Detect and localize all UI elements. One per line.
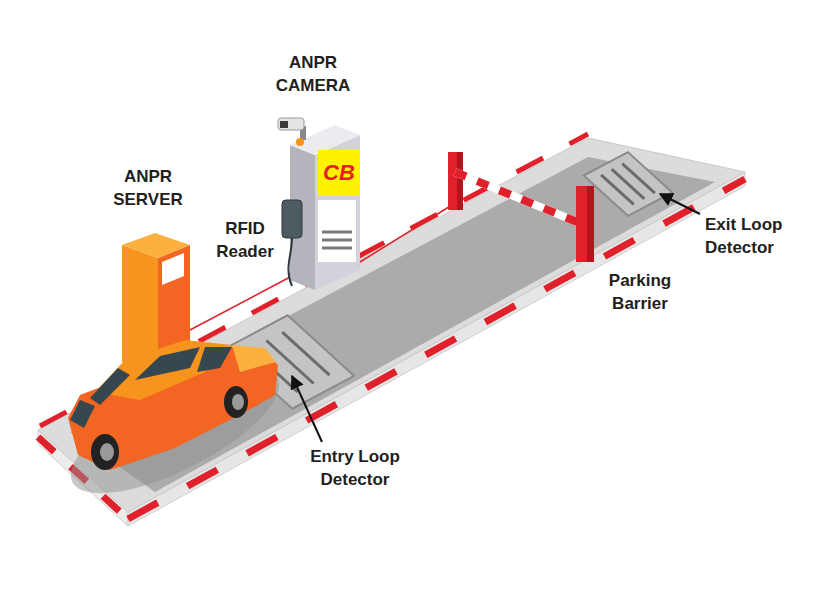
part-label: ANPR CAMERA [263,52,363,98]
barrier-boom [455,172,582,224]
car-hub [232,394,244,410]
anpr-server [122,233,190,258]
car-window [197,347,232,372]
car-shadow [54,342,295,518]
part-label: Parking Barrier [595,270,685,316]
car-hub [100,443,114,461]
car-body [68,345,278,470]
pillar [315,135,360,290]
loop-wire [601,175,634,205]
car-cabin [95,340,232,400]
rfid-reader [282,200,302,238]
car-rear-window [70,400,95,428]
server-display [162,253,184,285]
vent-line [322,247,352,250]
barrier-boom [455,172,582,224]
barrier-post [576,186,587,262]
exit-loop [584,152,673,216]
loop-wire [612,169,645,199]
camera-light [296,138,304,146]
part-label: RFID Reader [208,218,283,264]
sign-text: CB [323,160,355,186]
reader-cable [288,238,292,286]
camera-lens [280,121,288,128]
vent-line [322,239,352,242]
anpr-camera [278,118,304,130]
car-hood [232,345,276,372]
barrier-post [448,152,457,210]
barrier-post [587,186,594,262]
sign-box: CB [318,150,360,196]
car-window [90,368,130,405]
car-window [135,347,200,380]
signal-wire [190,276,292,330]
car-wheel [224,386,248,418]
car-wheel [91,434,119,470]
pillar-panel [318,200,356,262]
platform-top [38,138,745,512]
signal-wire [360,205,452,262]
barrier-post [457,152,463,210]
part-label: Exit Loop Detector [705,214,805,260]
leader-arrow [660,194,700,214]
part-label: ANPR SERVER [98,166,198,212]
vent-line [322,231,352,234]
loop-wire [282,332,329,375]
loop-wire [622,164,655,194]
leader-arrow [292,376,322,442]
part-label: Entry Loop Detector [295,446,415,492]
